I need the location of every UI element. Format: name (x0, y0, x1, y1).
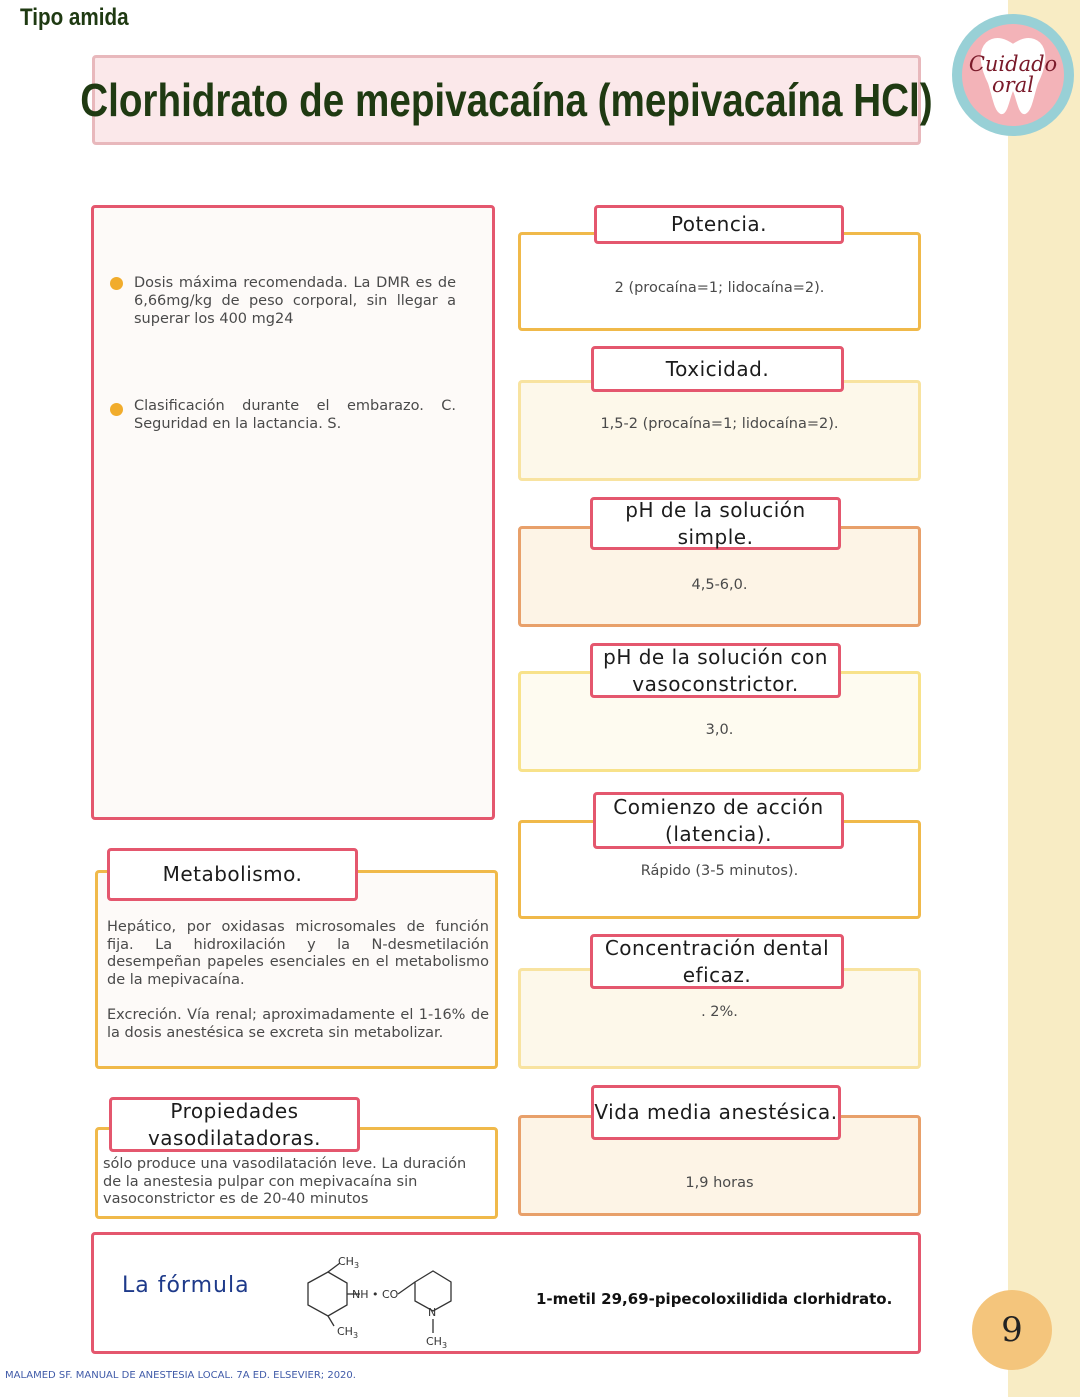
card-title-ph-simple: pH de la solución simple. (590, 497, 841, 550)
n-label: N (428, 1306, 436, 1319)
ch3-bottom-label: CH3 (337, 1325, 358, 1340)
card-value: 3,0. (705, 722, 734, 738)
page-title: Clorhidrato de mepivacaína (mepivacaína … (80, 74, 933, 126)
metabolism-text-1: Hepático, por oxidasas microsomales de f… (107, 919, 489, 988)
metabolism-text-2: Excreción. Vía renal; aproximadamente el… (107, 1007, 489, 1041)
card-title-concentracion: Concentración dental eficaz. (590, 934, 844, 989)
max-dose-text: Dosis máxima recomendada. La DMR es de 6… (134, 275, 456, 327)
formula-label: La fórmula (122, 1273, 250, 1298)
card-ph-vaso: 3,0. (518, 671, 921, 772)
brand-logo: Cuidado oral (952, 14, 1074, 136)
card-value: Rápido (3-5 minutos). (640, 863, 799, 879)
pregnancy-text: Clasificación durante el embarazo. C. Se… (134, 398, 456, 432)
formula-structure-diagram: CH3 NH • CO CH3 N CH3 (307, 1255, 452, 1350)
formula-name: 1-metil 29,69-pipecoloxilidida clorhidra… (536, 1290, 893, 1308)
side-band (1008, 0, 1080, 1397)
logo-word-1: Cuidado (968, 52, 1058, 76)
card-potencia: 2 (procaína=1; lidocaína=2). (518, 232, 921, 331)
metabolism-panel: Hepático, por oxidasas microsomales de f… (95, 870, 498, 1069)
reference-citation: MALAMED SF. MANUAL DE ANESTESIA LOCAL. 7… (5, 1370, 356, 1381)
dose-panel: Dosis máxima recomendada. La DMR es de 6… (91, 205, 495, 820)
card-value: 2 (procaína=1; lidocaína=2). (614, 280, 825, 296)
formula-panel: La fórmula CH3 NH • CO CH3 N CH3 1-metil… (91, 1232, 921, 1354)
card-value: 1,5-2 (procaína=1; lidocaína=2). (600, 416, 839, 432)
bullet-icon (110, 403, 123, 416)
card-value: 4,5-6,0. (691, 577, 748, 593)
card-title-potencia: Potencia. (594, 205, 844, 244)
vasodilator-title: Propiedades vasodilatadoras. (109, 1097, 360, 1152)
link-label: NH • CO (352, 1288, 399, 1301)
ch3-n-label: CH3 (426, 1335, 447, 1350)
card-title-latencia: Comienzo de acción (latencia). (593, 792, 844, 849)
card-toxicidad: 1,5-2 (procaína=1; lidocaína=2). (518, 380, 921, 481)
ch3-top-label: CH3 (338, 1255, 359, 1270)
tooth-logo-icon: Cuidado oral (962, 24, 1064, 126)
metabolism-title: Metabolismo. (107, 848, 358, 901)
logo-text: Cuidado oral (969, 54, 1057, 96)
card-value: 1,9 horas (685, 1175, 754, 1191)
category-label: Tipo amida (20, 4, 129, 31)
card-title-toxicidad: Toxicidad. (591, 346, 844, 392)
bullet-icon (110, 277, 123, 290)
logo-word-2: oral (992, 73, 1034, 97)
card-title-ph-vaso: pH de la solución con vasoconstrictor. (590, 643, 841, 698)
page-number-badge: 9 (972, 1290, 1052, 1370)
title-box: Clorhidrato de mepivacaína (mepivacaína … (80, 55, 933, 145)
card-value: . 2%. (701, 1004, 738, 1020)
vasodilator-text: sólo produce una vasodilatación leve. La… (103, 1156, 467, 1207)
card-title-vida-media: Vida media anestésica. (591, 1085, 841, 1140)
